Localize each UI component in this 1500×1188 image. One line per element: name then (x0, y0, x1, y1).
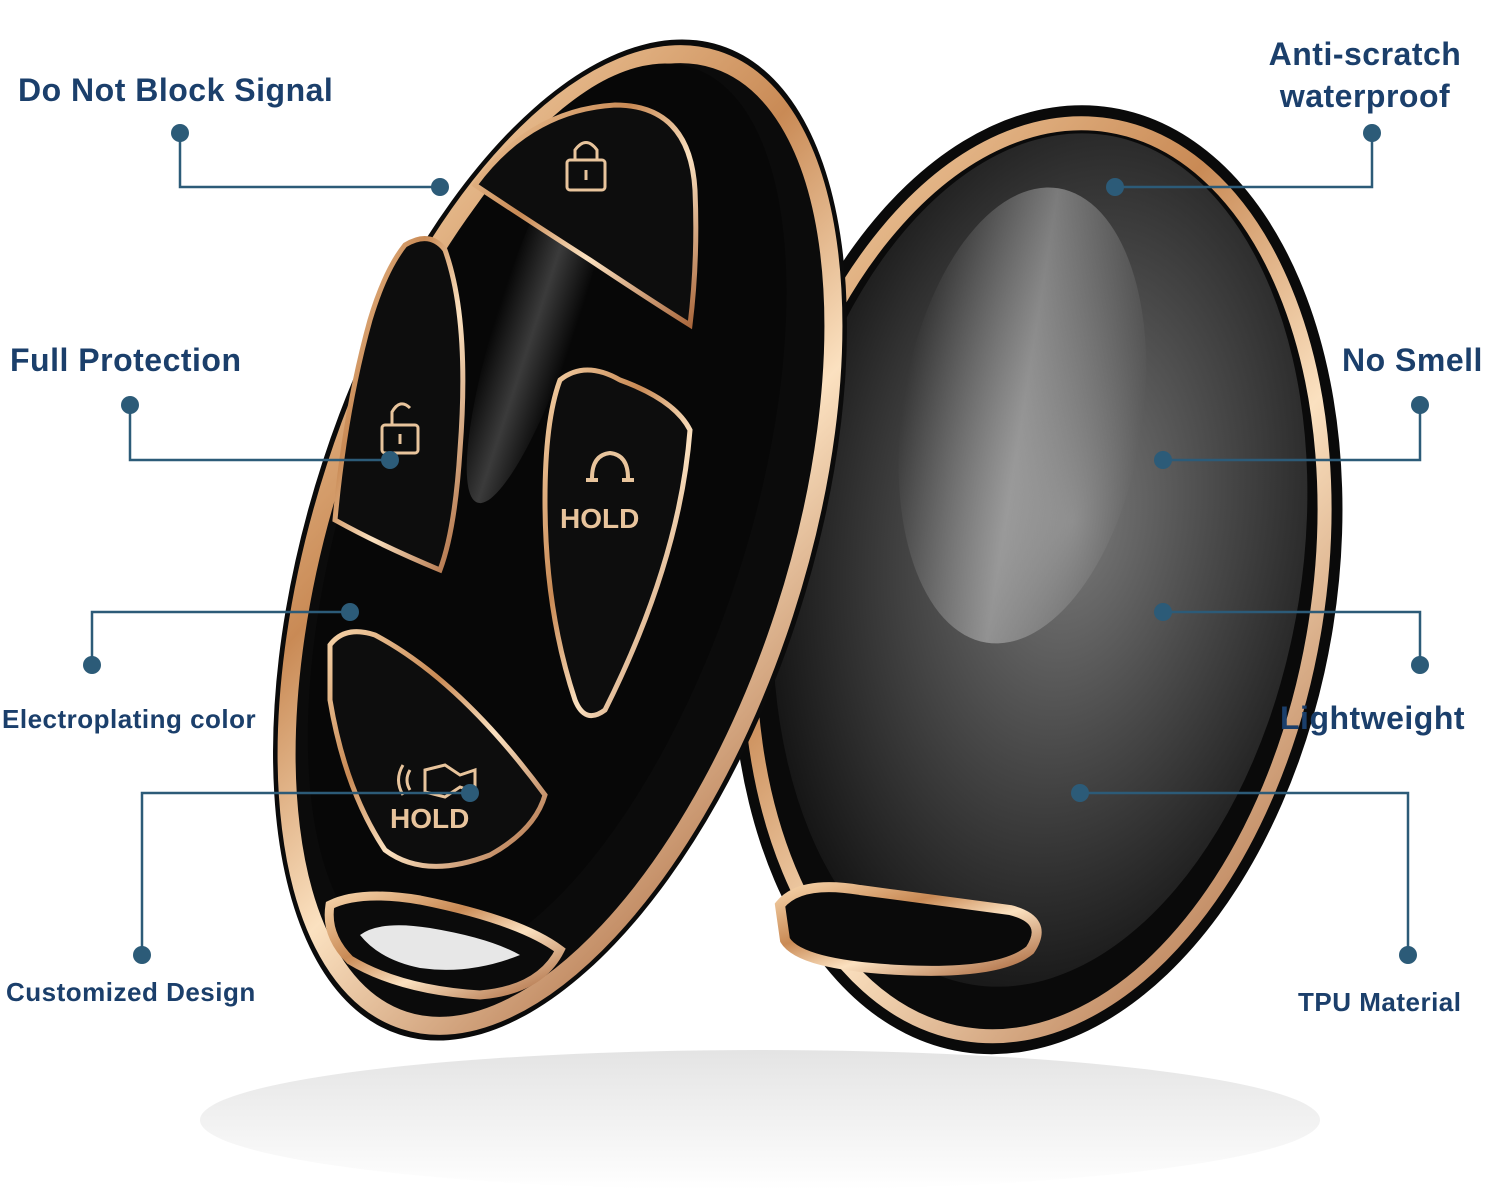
feature-anti-scratch-line2: waterproof (1279, 78, 1451, 114)
feature-no-smell: No Smell (1342, 342, 1483, 378)
back-case (731, 105, 1343, 1055)
feature-full-protection: Full Protection (10, 342, 242, 378)
callout-lines (90, 133, 1422, 955)
lock-icon (565, 141, 607, 192)
panic-hold-label: HOLD (390, 803, 469, 834)
feature-anti-scratch-waterproof: Anti-scratch waterproof (1255, 33, 1475, 117)
unlock-icon (380, 402, 420, 455)
remote-start-hold-label: HOLD (560, 503, 639, 534)
feature-tpu-material: TPU Material (1298, 987, 1462, 1017)
feature-lightweight: Lightweight (1280, 700, 1466, 736)
feature-anti-scratch-line1: Anti-scratch (1268, 36, 1462, 72)
feature-electroplating-color: Electroplating color (2, 704, 257, 734)
remote-start-icon (586, 450, 634, 482)
feature-customized-design: Customized Design (6, 977, 256, 1007)
feature-do-not-block-signal: Do Not Block Signal (18, 72, 334, 108)
floor-reflection (200, 1050, 1320, 1188)
front-case (273, 39, 847, 1041)
callout-dots (83, 124, 1429, 964)
